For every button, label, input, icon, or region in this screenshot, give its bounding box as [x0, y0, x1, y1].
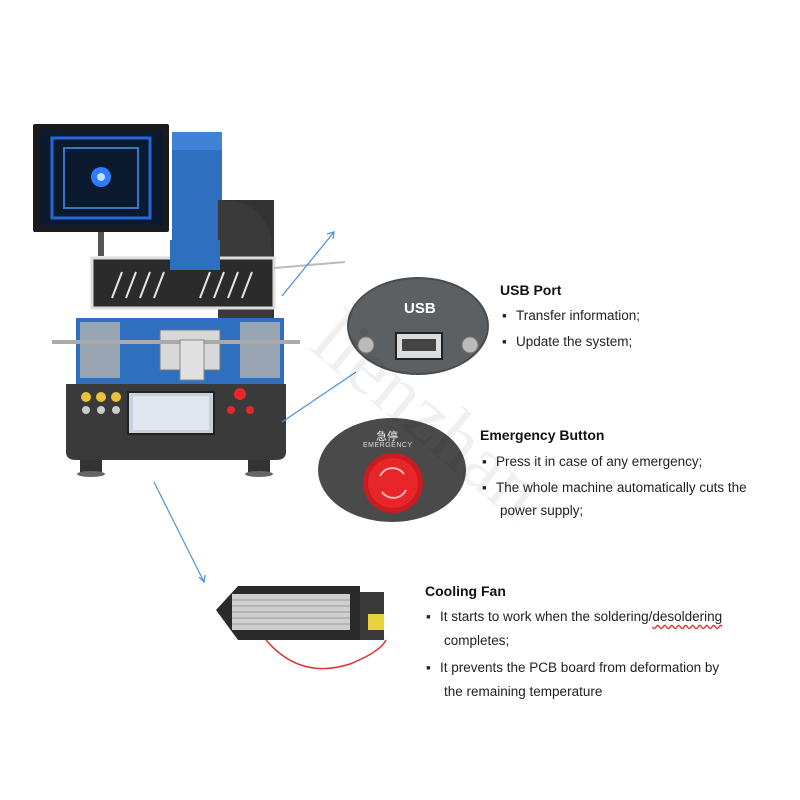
fan-bullet-1-misspelled: desoldering — [652, 609, 723, 624]
emergency-bullet-2: ▪The whole machine automatically cuts th… — [482, 480, 747, 495]
usb-bullet-2: ▪Update the system; — [502, 334, 633, 349]
usb-bullet-2-text: Update the system; — [516, 334, 633, 349]
emergency-bullet-1-text: Press it in case of any emergency; — [496, 454, 703, 469]
fan-bullet-2: ▪It prevents the PCB board from deformat… — [426, 660, 720, 675]
cooling-fan-heading: Cooling Fan — [425, 583, 506, 599]
fan-bullet-2-cont: the remaining temperature — [444, 684, 603, 699]
usb-port-closeup — [347, 277, 489, 375]
fan-bullet-2-text: It prevents the PCB board from deformati… — [440, 660, 720, 675]
emergency-label-cn: 急停 — [376, 431, 398, 443]
emergency-bullet-1: ▪Press it in case of any emergency; — [482, 454, 703, 469]
monitor — [33, 124, 169, 256]
callout-arrows — [153, 231, 357, 584]
emergency-button-closeup — [318, 418, 466, 522]
usb-port-heading: USB Port — [500, 282, 562, 298]
cooling-fan-image — [216, 586, 387, 670]
emergency-heading: Emergency Button — [480, 427, 605, 443]
machine-body — [52, 318, 300, 384]
upper-frame — [90, 240, 346, 310]
emergency-bullet-2-cont: power supply; — [500, 503, 584, 518]
emergency-label-en: EMERGENCY — [363, 442, 413, 449]
control-base — [66, 384, 286, 477]
usb-port-label: USB — [404, 300, 436, 317]
usb-bullet-1: ▪Transfer information; — [502, 308, 641, 323]
emergency-bullet-2-text: The whole machine automatically cuts the — [496, 480, 747, 495]
fan-bullet-1-text: It starts to work when the soldering/ — [440, 609, 653, 624]
usb-bullet-1-text: Transfer information; — [516, 308, 641, 323]
fan-bullet-1-cont: completes; — [444, 633, 510, 648]
fan-bullet-1: ▪It starts to work when the soldering/de… — [426, 609, 723, 624]
